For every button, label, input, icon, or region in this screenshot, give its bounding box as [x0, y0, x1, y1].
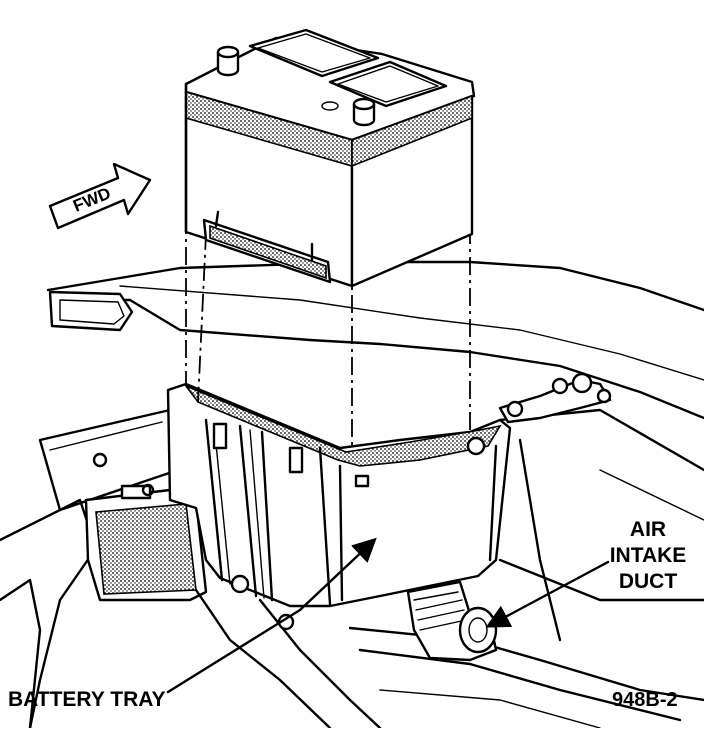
air-intake-label-line3: DUCT — [619, 570, 677, 593]
air-intake-duct — [406, 580, 498, 662]
air-intake-label-line1: AIR — [630, 518, 666, 541]
figure-id-label: 948B-2 — [612, 689, 678, 711]
battery-tray — [166, 382, 512, 631]
callout-lines: 2 — [166, 537, 610, 694]
battery — [184, 28, 476, 288]
battery-tray-label: BATTERY TRAY — [8, 688, 166, 711]
forward-arrow-icon: FWD — [48, 162, 152, 230]
tray-callout-mark: 2 — [364, 541, 371, 555]
air-intake-label-line2: INTAKE — [610, 544, 687, 567]
